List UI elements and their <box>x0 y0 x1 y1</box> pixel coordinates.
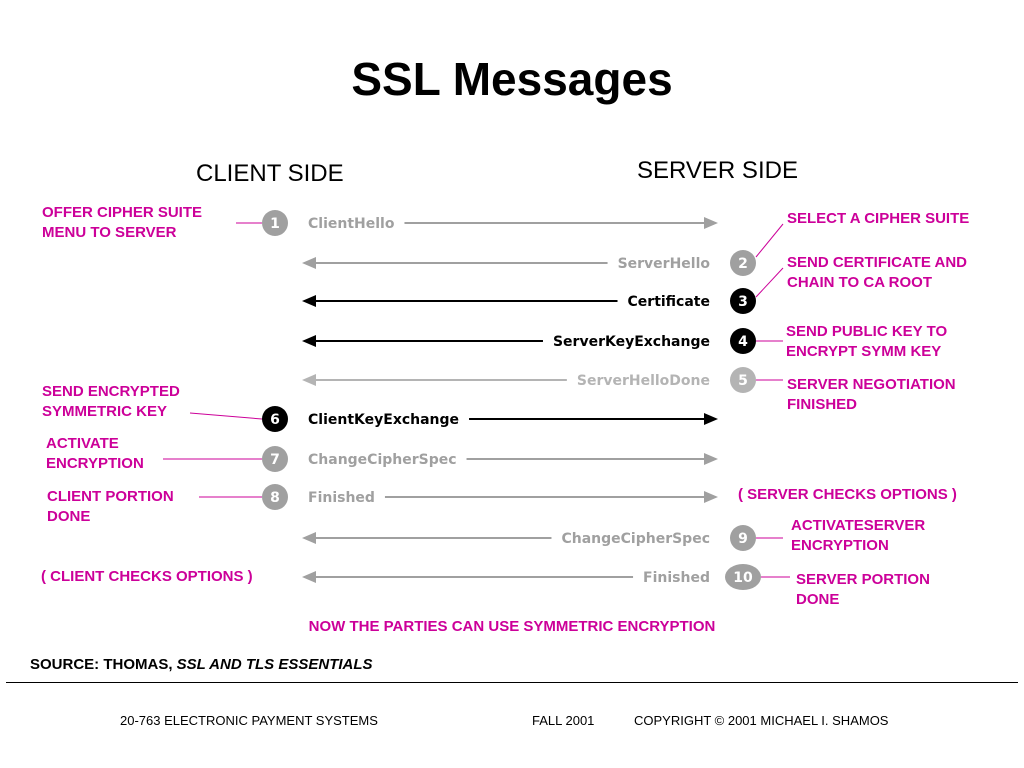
note-line: SERVER PORTION <box>796 571 930 588</box>
annotation-leader <box>189 412 263 420</box>
note-line: ACTIVATE <box>46 435 119 452</box>
footer-term: FALL 2001 <box>532 713 595 728</box>
step-badge <box>730 288 756 314</box>
note-client-checks-options: ( CLIENT CHECKS OPTIONS ) <box>41 568 253 585</box>
note-line: SYMMETRIC KEY <box>42 403 168 420</box>
annotation-leader <box>755 223 784 258</box>
arrow-head <box>302 571 316 583</box>
message-label: Finished <box>643 570 710 586</box>
note-line: SERVER NEGOTIATION <box>787 376 956 393</box>
step-number: 9 <box>738 531 748 547</box>
message-label: ServerHelloDone <box>577 373 710 389</box>
step-badge <box>730 250 756 276</box>
client-side-heading: CLIENT SIDE <box>196 160 344 187</box>
message-1: 1 ClientHello <box>262 210 718 236</box>
footer-copyright: COPYRIGHT © 2001 MICHAEL I. SHAMOS <box>634 713 889 728</box>
step-number: 10 <box>733 570 753 586</box>
message-label: Certificate <box>628 294 710 310</box>
annotation-connectors <box>163 222 790 578</box>
message-label: ChangeCipherSpec <box>308 452 457 468</box>
step-badge <box>730 367 756 393</box>
note-line: ACTIVATESERVER <box>791 517 926 534</box>
message-label: ServerHello <box>618 256 711 272</box>
note-line: SEND ENCRYPTED <box>42 383 180 400</box>
note-server-negotiation-finished: SERVER NEGOTIATION FINISHED <box>787 375 956 415</box>
message-label: ClientKeyExchange <box>308 412 459 428</box>
step-badge <box>262 406 288 432</box>
note-line: CHAIN TO CA ROOT <box>787 274 932 291</box>
note-line: DONE <box>47 508 91 525</box>
note-server-checks-options: ( SERVER CHECKS OPTIONS ) <box>738 486 957 503</box>
footer-course: 20-763 ELECTRONIC PAYMENT SYSTEMS <box>120 713 378 728</box>
source-book-title: SSL AND TLS ESSENTIALS <box>176 656 373 673</box>
note-send-certificate: SEND CERTIFICATE AND CHAIN TO CA ROOT <box>787 253 967 293</box>
note-line: MENU TO SERVER <box>42 224 177 241</box>
arrow-head <box>302 374 316 386</box>
arrow-head <box>302 295 316 307</box>
note-select-cipher-suite: SELECT A CIPHER SUITE <box>787 210 970 227</box>
step-badge <box>730 525 756 551</box>
note-offer-cipher-suite: OFFER CIPHER SUITE MENU TO SERVER <box>42 203 202 243</box>
arrow-head <box>302 532 316 544</box>
message-label: ServerKeyExchange <box>553 334 710 350</box>
step-number: 3 <box>738 294 748 310</box>
step-badge <box>262 210 288 236</box>
note-server-portion-done: SERVER PORTION DONE <box>796 570 930 610</box>
step-number: 7 <box>270 452 280 468</box>
step-number: 4 <box>738 334 748 350</box>
note-activate-server-encryption: ACTIVATESERVER ENCRYPTION <box>791 516 925 556</box>
note-line: ENCRYPT SYMM KEY <box>786 343 942 360</box>
arrow-head <box>704 217 718 229</box>
note-line: SEND CERTIFICATE AND <box>787 254 967 271</box>
arrow-head <box>704 453 718 465</box>
message-label: ChangeCipherSpec <box>561 531 710 547</box>
source-citation: SOURCE: THOMAS, SSL AND TLS ESSENTIALS <box>30 656 373 673</box>
annotation-leader <box>755 267 784 298</box>
arrow-head <box>704 413 718 425</box>
step-number: 8 <box>270 490 280 506</box>
server-side-heading: SERVER SIDE <box>637 157 798 184</box>
source-prefix: SOURCE: THOMAS, <box>30 656 173 673</box>
note-line: CLIENT PORTION <box>47 488 174 505</box>
step-number: 6 <box>270 412 280 428</box>
step-number: 5 <box>738 373 748 389</box>
note-activate-encryption: ACTIVATE ENCRYPTION <box>46 434 144 474</box>
message-8: 8 Finished <box>262 484 718 510</box>
note-send-public-key: SEND PUBLIC KEY TO ENCRYPT SYMM KEY <box>786 322 947 362</box>
slide-title: SSL Messages <box>351 53 673 105</box>
note-line: ENCRYPTION <box>791 537 889 554</box>
message-label: ClientHello <box>308 216 395 232</box>
message-4: 4 ServerKeyExchange <box>302 328 756 354</box>
step-badge <box>262 446 288 472</box>
footer-divider <box>6 682 1018 683</box>
message-3: 3 Certificate <box>302 288 756 314</box>
step-number: 2 <box>738 256 748 272</box>
step-badge <box>262 484 288 510</box>
message-7: 7 ChangeCipherSpec <box>262 446 718 472</box>
message-label: Finished <box>308 490 375 506</box>
message-6: 6 ClientKeyExchange <box>262 406 718 432</box>
message-10: 10 Finished <box>302 564 761 590</box>
note-line: OFFER CIPHER SUITE <box>42 204 203 221</box>
note-line: ENCRYPTION <box>46 455 144 472</box>
arrow-head <box>302 335 316 347</box>
conclusion-text: NOW THE PARTIES CAN USE SYMMETRIC ENCRYP… <box>308 618 716 635</box>
step-badge <box>730 328 756 354</box>
step-badge <box>725 564 761 590</box>
arrow-head <box>704 491 718 503</box>
message-9: 9 ChangeCipherSpec <box>302 525 756 551</box>
message-2: 2 ServerHello <box>302 250 756 276</box>
step-number: 1 <box>270 216 280 232</box>
note-client-portion-done: CLIENT PORTION DONE <box>47 487 174 527</box>
note-send-encrypted-key: SEND ENCRYPTED SYMMETRIC KEY <box>42 382 180 422</box>
note-line: DONE <box>796 591 840 608</box>
note-line: SEND PUBLIC KEY TO <box>786 323 948 340</box>
message-5: 5 ServerHelloDone <box>302 367 756 393</box>
note-line: FINISHED <box>787 396 858 413</box>
arrow-head <box>302 257 316 269</box>
